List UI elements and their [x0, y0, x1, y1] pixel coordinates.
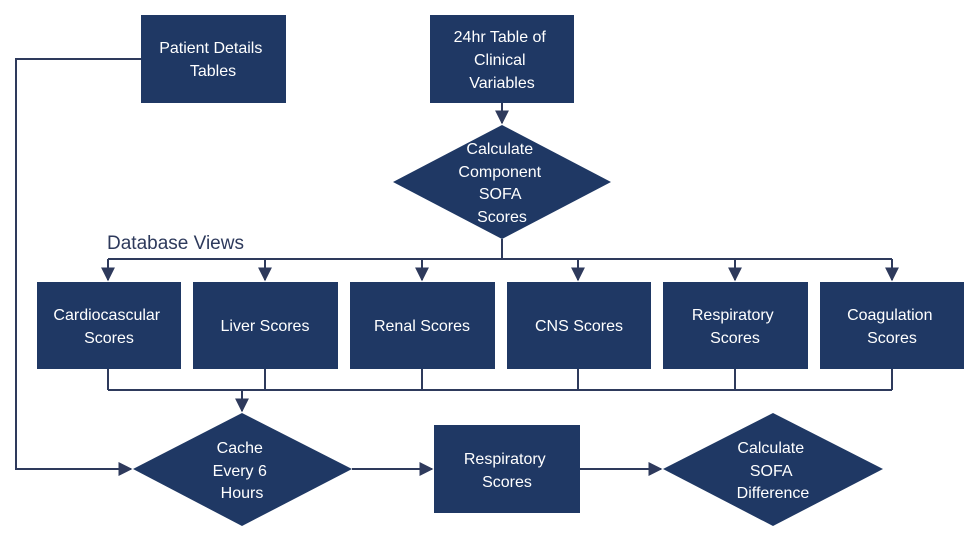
liver-box	[193, 282, 338, 369]
cache-diamond	[133, 413, 352, 526]
cache-label: Cache Every 6 Hours	[213, 440, 272, 502]
cns-label: CNS Scores	[535, 318, 623, 335]
cardiovascular-box	[37, 282, 181, 369]
cns-box	[507, 282, 651, 369]
calc-component-diamond	[393, 125, 611, 239]
calc-difference-label: Calculate SOFA Difference	[737, 440, 810, 502]
nodes	[37, 15, 964, 526]
node-labels: Patient Details Tables 24hr Table of Cli…	[53, 29, 937, 502]
database-views-label: Database Views	[107, 233, 244, 254]
respiratory-view-box	[663, 282, 808, 369]
renal-box	[350, 282, 495, 369]
patient-details-box	[141, 15, 286, 103]
connector-patient-details-to-cache	[15, 58, 141, 476]
renal-label: Renal Scores	[374, 318, 470, 335]
clinical-variables-label: 24hr Table of Clinical Variables	[454, 29, 551, 92]
connectors	[15, 58, 899, 476]
respiratory-output-label: Respiratory Scores	[464, 451, 550, 491]
coagulation-box	[820, 282, 964, 369]
calc-component-label: Calculate Component SOFA Scores	[458, 141, 545, 226]
patient-details-label: Patient Details Tables	[159, 40, 267, 80]
respiratory-output-box	[434, 425, 580, 513]
cardiovascular-label: Cardiocascular Scores	[53, 307, 164, 347]
respiratory-view-label: Respiratory Scores	[692, 307, 778, 347]
coagulation-label: Coagulation Scores	[847, 307, 937, 347]
liver-label: Liver Scores	[221, 318, 310, 335]
clinical-variables-box	[430, 15, 574, 103]
calc-difference-diamond	[663, 413, 883, 526]
